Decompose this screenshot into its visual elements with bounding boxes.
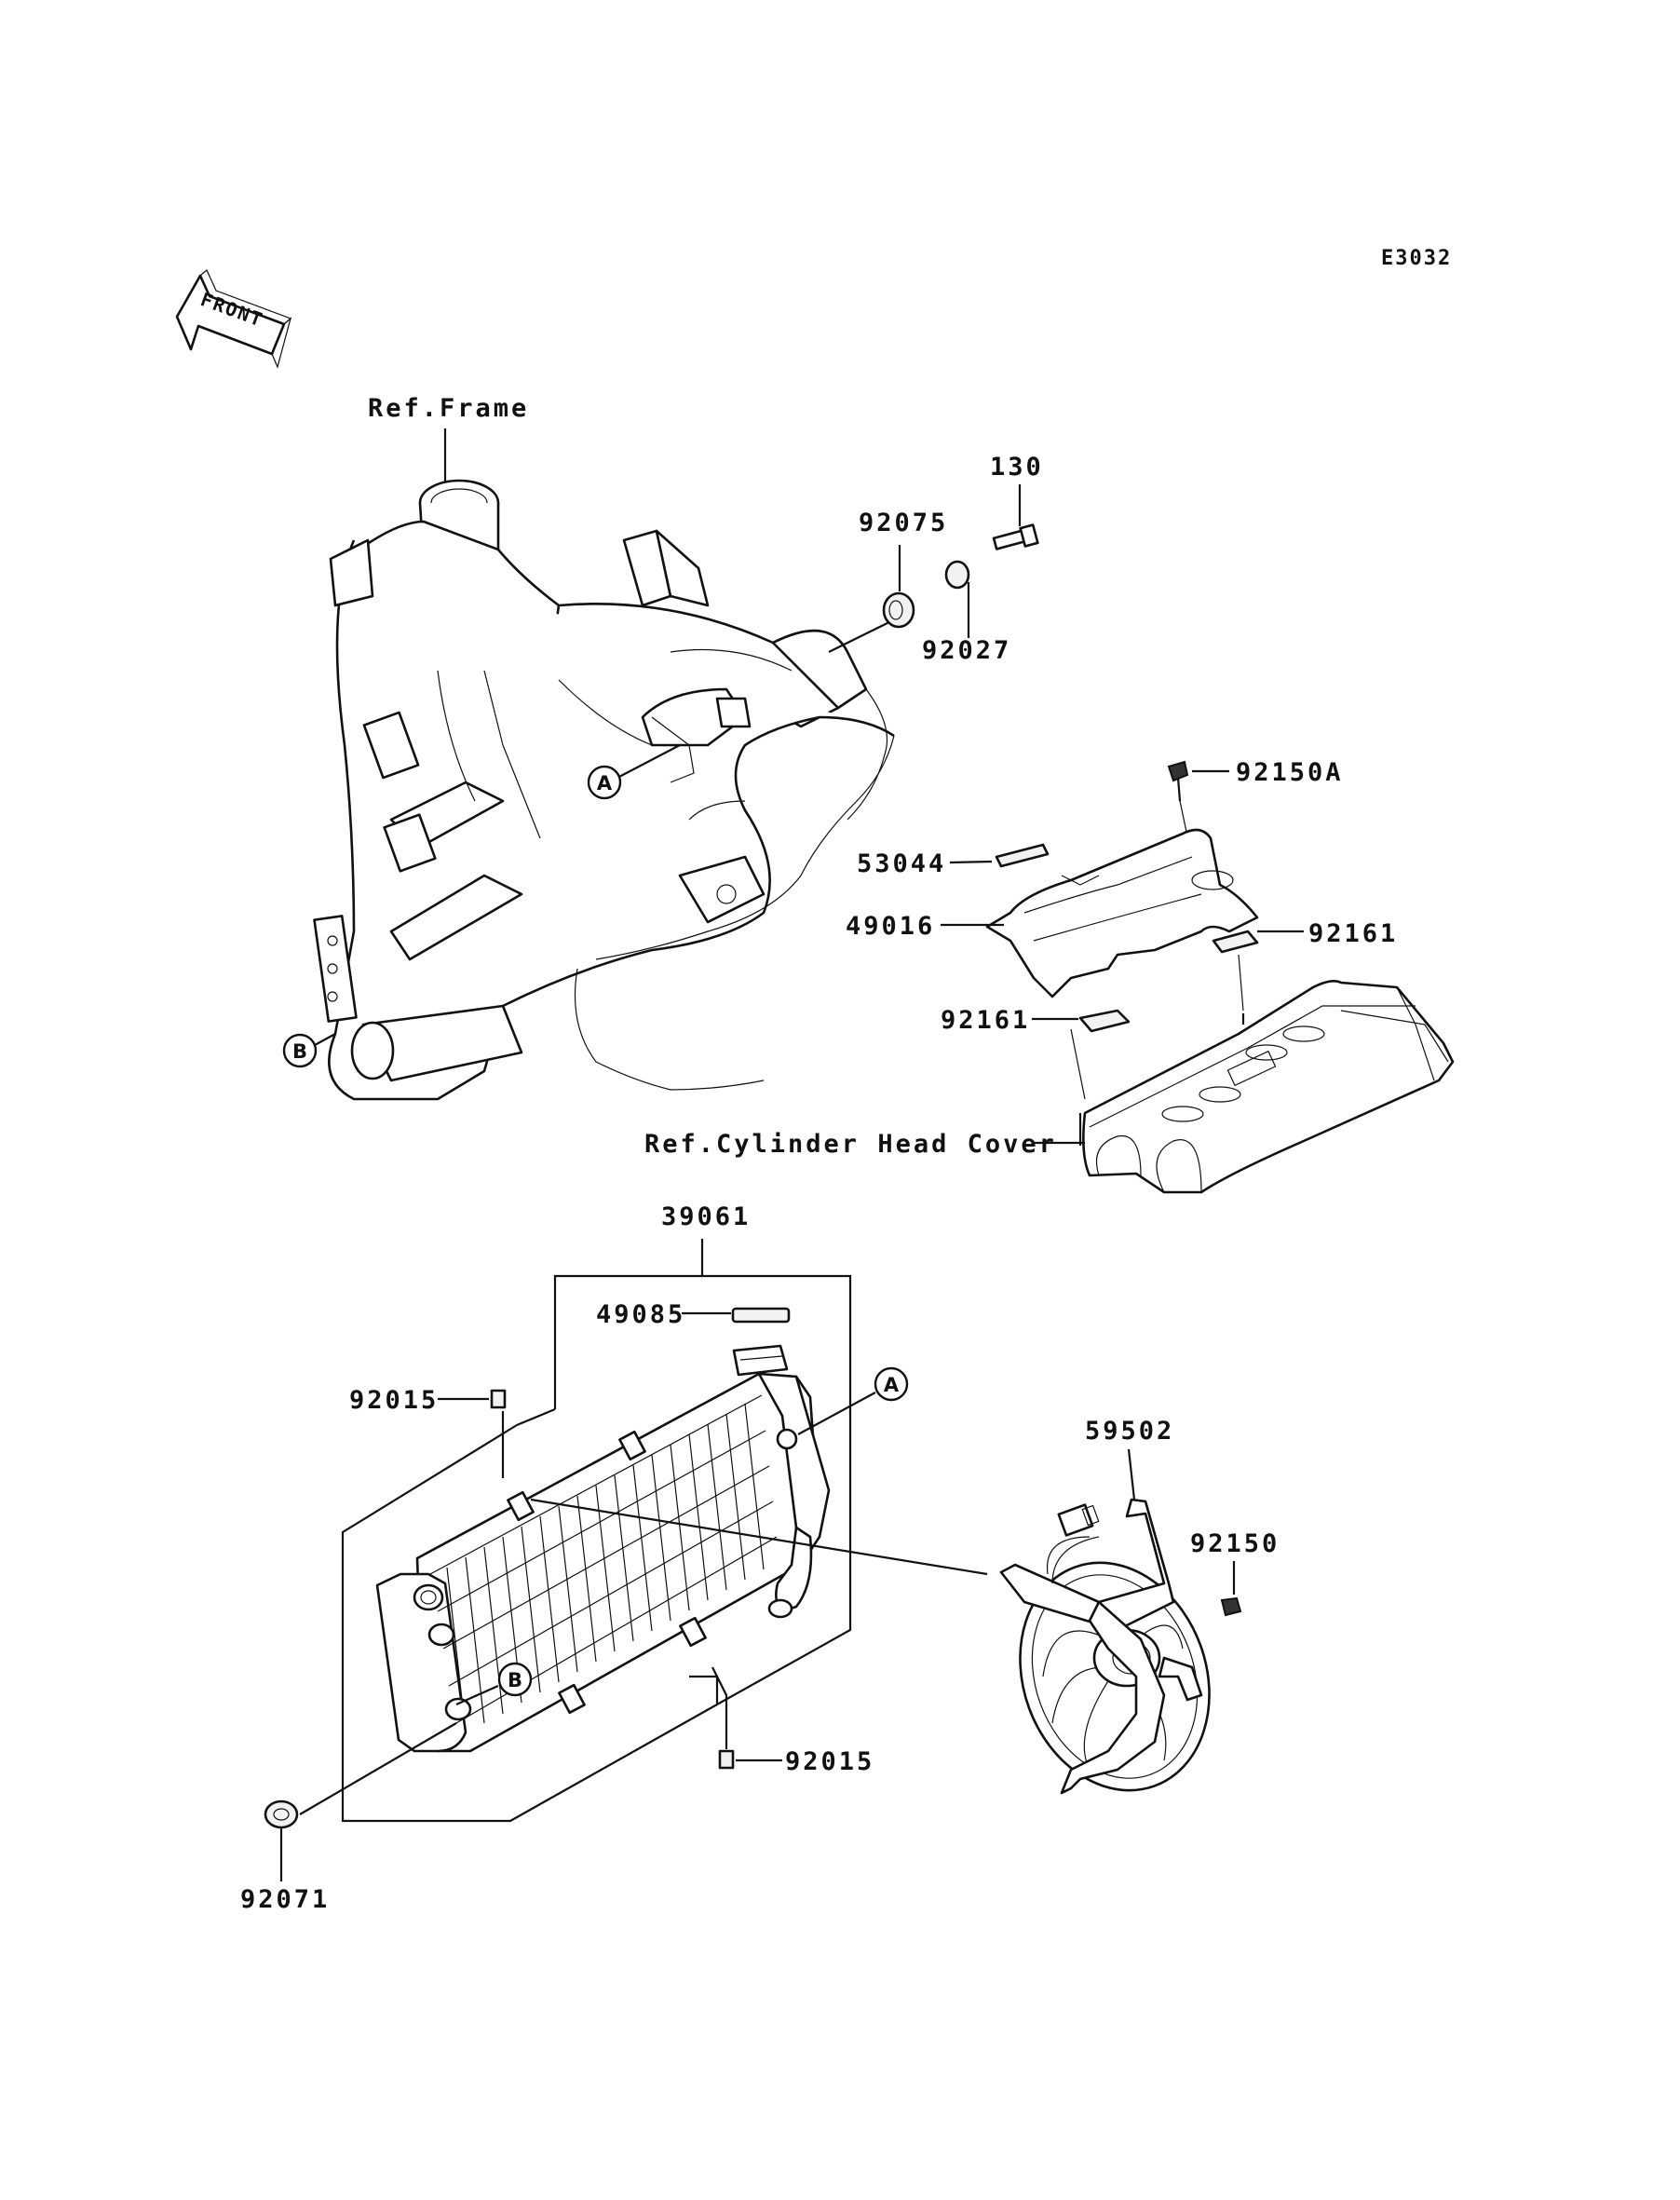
part-label-92015-bottom: 92015	[785, 1747, 874, 1776]
rubber-53044	[995, 843, 1050, 868]
clip-92015-top	[490, 1389, 507, 1409]
callout-b-radiator	[497, 1662, 533, 1697]
clip-92015-bottom	[718, 1749, 735, 1770]
part-label-53044: 53044	[857, 849, 946, 878]
part-label-49016: 49016	[846, 912, 935, 941]
grommet-92075	[882, 591, 915, 629]
callout-b-radiator-label: B	[508, 1669, 522, 1691]
part-label-92015-top: 92015	[349, 1386, 439, 1415]
pad-92161-right	[1212, 930, 1259, 954]
part-label-92150: 92150	[1190, 1529, 1280, 1558]
collar-92027	[944, 560, 970, 590]
callout-a-radiator-label: A	[884, 1374, 900, 1396]
bolt-130	[992, 523, 1039, 550]
ref-cylinder-head-cover-label: Ref.Cylinder Head Cover	[644, 1130, 1057, 1159]
part-label-92075: 92075	[859, 509, 948, 537]
diagram-code: E3032	[1381, 247, 1452, 270]
cylinder-head-cover	[1078, 980, 1455, 1194]
bolt-92150	[1220, 1596, 1242, 1617]
part-label-92150A: 92150A	[1236, 758, 1344, 787]
grommet-92071	[264, 1799, 299, 1829]
bolt-92150A	[1167, 760, 1189, 802]
callout-b-frame-label: B	[292, 1040, 307, 1063]
cooling-fan-59502	[999, 1498, 1211, 1795]
part-label-49085: 49085	[596, 1300, 685, 1329]
pad-92161-left	[1078, 1009, 1131, 1033]
radiator-39061	[375, 1372, 831, 1753]
callout-a-frame-label: A	[597, 772, 613, 794]
ref-frame-label: Ref.Frame	[368, 394, 529, 423]
part-label-92027: 92027	[922, 636, 1011, 665]
part-label-59502: 59502	[1085, 1417, 1174, 1446]
part-label-92161-right: 92161	[1308, 919, 1398, 948]
part-label-92161-left: 92161	[941, 1006, 1030, 1035]
part-label-39061: 39061	[661, 1202, 751, 1231]
frame-drawing: Ref.Frame	[313, 394, 900, 1101]
callout-b-frame	[282, 1033, 318, 1068]
part-label-92071: 92071	[240, 1885, 330, 1914]
front-arrow-icon: FRONT	[175, 269, 292, 369]
radiator-cap-49085	[731, 1307, 791, 1377]
part-label-130: 130	[990, 453, 1044, 482]
callout-a-radiator	[874, 1366, 909, 1402]
heat-shield-49016	[985, 828, 1259, 998]
callout-a-frame	[587, 765, 622, 800]
